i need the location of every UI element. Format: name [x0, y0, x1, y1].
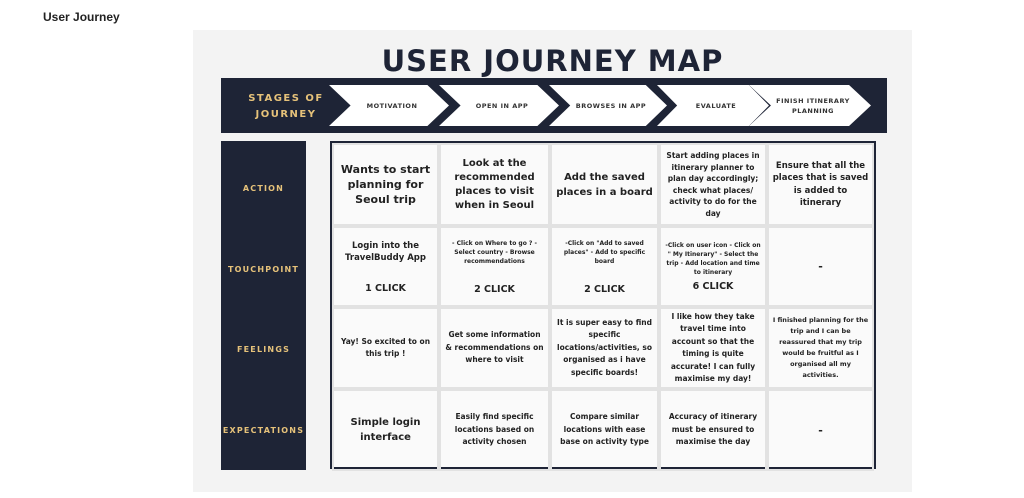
- stages-label: STAGES OF JOURNEY: [248, 93, 324, 120]
- journey-grid: Wants to start planning for Seoul trip L…: [330, 141, 876, 471]
- feelings-cell: I like how they take travel time into ac…: [659, 307, 767, 389]
- journey-map-image: USER JOURNEY MAP STAGES OF JOURNEY MOTIV…: [193, 30, 912, 492]
- feelings-cell: It is super easy to find specific locati…: [550, 307, 659, 389]
- expectations-cell: Accuracy of itinerary must be ensured to…: [659, 389, 767, 471]
- click-count: 2 CLICK: [474, 283, 515, 295]
- row-label-action: ACTION: [242, 184, 285, 193]
- touchpoint-cell: Login into the TravelBuddy App 1 CLICK: [332, 226, 439, 307]
- page-title: User Journey: [43, 10, 120, 24]
- touchpoint-text: Login into the TravelBuddy App: [345, 240, 426, 264]
- feelings-cell: I finished planning for the trip and I c…: [767, 307, 874, 389]
- expectations-cell: -: [767, 389, 874, 471]
- row-label-feelings: FEELINGS: [236, 345, 291, 354]
- touchpoint-text: -: [818, 260, 823, 273]
- stage-motivation: MOTIVATION: [329, 85, 449, 126]
- action-cell: Add the saved places in a board: [550, 143, 659, 226]
- touchpoint-text: -Click on "Add to saved places" - Add to…: [563, 239, 646, 265]
- stage-open-in-app: OPEN IN APP: [439, 85, 559, 126]
- feelings-cell: Get some information & recommendations o…: [439, 307, 550, 389]
- stages-banner: STAGES OF JOURNEY MOTIVATION OPEN IN APP…: [221, 78, 887, 133]
- action-cell: Look at the recommended places to visit …: [439, 143, 550, 226]
- click-count: 2 CLICK: [584, 283, 625, 295]
- touchpoint-cell: -Click on "Add to saved places" - Add to…: [550, 226, 659, 307]
- row-labels: ACTION TOUCHPOINT FEELINGS EXPECTATIONS: [221, 141, 306, 470]
- touchpoint-cell: -: [767, 226, 874, 307]
- stage-browses-in-app: BROWSES IN APP: [549, 85, 667, 126]
- click-count: 1 CLICK: [365, 282, 406, 294]
- touchpoint-cell: - Click on Where to go ? - Select countr…: [439, 226, 550, 307]
- action-cell: Ensure that all the places that is saved…: [767, 143, 874, 226]
- expectations-cell: Simple login interface: [332, 389, 439, 471]
- expectations-cell: Easily find specific locations based on …: [439, 389, 550, 471]
- row-label-touchpoint: TOUCHPOINT: [227, 265, 300, 274]
- touchpoint-text: - Click on Where to go ? - Select countr…: [452, 239, 537, 265]
- expectations-cell: Compare similar locations with ease base…: [550, 389, 659, 471]
- row-label-expectations: EXPECTATIONS: [222, 426, 305, 435]
- action-cell: Wants to start planning for Seoul trip: [332, 143, 439, 226]
- click-count: 6 CLICK: [692, 281, 734, 292]
- touchpoint-text: -Click on user icon - Click on " My Itin…: [665, 242, 761, 276]
- stage-evaluate: EVALUATE: [657, 85, 769, 126]
- map-title: USER JOURNEY MAP: [381, 44, 724, 78]
- feelings-cell: Yay! So excited to on this trip !: [332, 307, 439, 389]
- touchpoint-cell: -Click on user icon - Click on " My Itin…: [659, 226, 767, 307]
- action-cell: Start adding places in itinerary planner…: [659, 143, 767, 226]
